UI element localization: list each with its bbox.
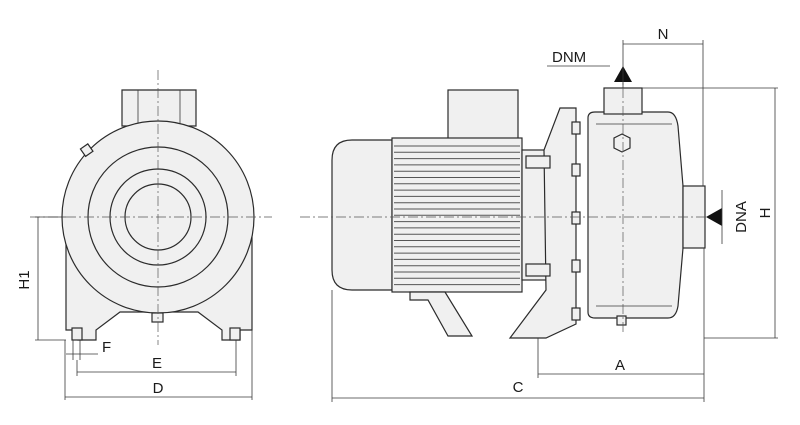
dim-d: D <box>64 330 253 400</box>
side-clamp-bottom <box>525 263 551 277</box>
dim-a-label: A <box>615 357 625 374</box>
dim-d-label: D <box>153 380 164 397</box>
dim-dnm-label: DNM <box>552 49 586 66</box>
front-outlet <box>121 89 197 127</box>
dim-e: E <box>76 340 237 376</box>
front-plug <box>79 143 94 158</box>
dim-c: C <box>331 290 704 402</box>
dim-h1: H1 <box>16 216 66 341</box>
side-hex-plug <box>613 133 631 153</box>
front-foot-bolt-right <box>229 327 241 341</box>
dim-e-label: E <box>152 355 162 372</box>
front-outlet-edges <box>137 90 181 126</box>
dim-dna-label: DNA <box>733 201 750 233</box>
side-clamp-top <box>525 155 551 169</box>
side-bracket <box>508 107 577 339</box>
dim-h-label: H <box>757 208 774 219</box>
side-motor-end-cap <box>331 139 393 291</box>
front-view: H1 F E D <box>16 70 272 400</box>
side-motor-foot <box>409 291 474 337</box>
front-foot-bolt-left <box>71 327 83 341</box>
side-view: DNM N DNA H A <box>300 26 778 402</box>
side-pump-casing <box>587 111 684 319</box>
side-bottom-bolt <box>616 315 627 326</box>
dna-marker: DNA <box>706 190 750 244</box>
dim-h1-label: H1 <box>16 270 33 289</box>
dnm-marker: DNM <box>547 49 632 82</box>
side-terminal-box <box>447 89 519 143</box>
dim-n-label: N <box>658 26 669 43</box>
side-motor-fins <box>394 145 520 286</box>
dim-n: N <box>622 26 704 186</box>
side-flange-bolts <box>571 121 581 321</box>
dim-f-label: F <box>102 339 111 356</box>
side-casing-edges <box>596 123 672 307</box>
dim-h: H <box>642 87 778 339</box>
dim-c-label: C <box>513 379 524 396</box>
dim-f: F <box>66 339 111 360</box>
front-drain-bolt <box>151 312 164 323</box>
dim-a: A <box>537 248 705 402</box>
